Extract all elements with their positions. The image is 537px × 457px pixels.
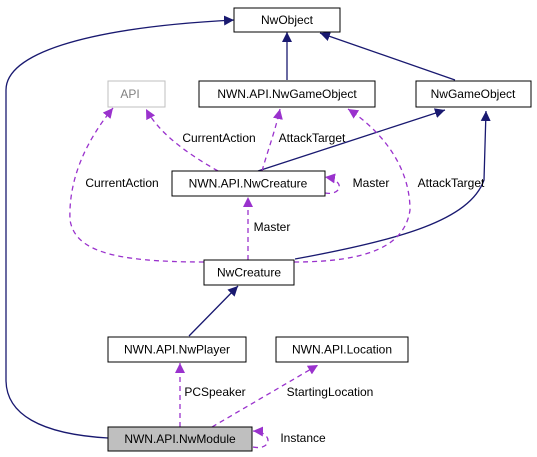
node-nwn-api-nw-creature[interactable]: NWN.API.NwCreature [171,170,326,197]
node-label: NwCreature [217,266,281,280]
edge-apicreature-currentaction-api [145,108,219,172]
node-nwn-api-nw-player[interactable]: NWN.API.NwPlayer [107,336,247,363]
edge-creature-to-gameobject [294,110,491,260]
node-label: NwGameObject [431,87,516,101]
label-master: Master [254,220,291,234]
edge-module-to-nwobject [5,15,235,439]
label-master-self: Master [353,176,390,190]
label-pc-speaker: PCSpeaker [184,385,245,399]
usage-edges [69,107,411,449]
edge-apicreature-master-self [324,173,340,194]
edge-gameobject-to-nwobject [319,31,456,81]
edge-creature-attacktarget-apigameobject [293,108,411,263]
node-label: NwObject [261,13,314,27]
label-current-action: CurrentAction [85,176,158,190]
node-nwn-api-nw-module[interactable]: NWN.API.NwModule [107,426,253,452]
node-label: NWN.API.NwGameObject [217,87,357,101]
node-nw-game-object[interactable]: NwGameObject [415,80,532,108]
edge-labels: CurrentAction AttackTarget Master Curren… [85,131,485,445]
node-label: NWN.API.Location [292,343,392,357]
edge-apicreature-attacktarget-apigameobject [261,108,283,172]
label-instance: Instance [280,431,326,445]
edge-module-instance-self [252,426,269,449]
node-label: NWN.API.NwCreature [189,177,308,191]
node-nwn-api-nw-game-object[interactable]: NWN.API.NwGameObject [198,80,376,108]
inheritance-edges [5,15,491,439]
label-current-action: CurrentAction [182,131,255,145]
edge-module-startinglocation-location [211,364,319,428]
node-nw-creature[interactable]: NwCreature [203,259,295,286]
label-attack-target: AttackTarget [418,176,485,190]
node-nw-object[interactable]: NwObject [233,7,341,33]
edge-player-to-creature [188,285,239,337]
edge-apicreature-to-gameobject [257,108,446,172]
label-starting-location: StartingLocation [287,385,374,399]
node-api[interactable]: API [107,80,166,108]
node-label: NWN.API.NwModule [124,432,236,446]
label-attack-target: AttackTarget [279,131,346,145]
node-label: API [120,87,139,101]
node-nwn-api-location[interactable]: NWN.API.Location [275,336,409,363]
node-label: NWN.API.NwPlayer [124,343,230,357]
